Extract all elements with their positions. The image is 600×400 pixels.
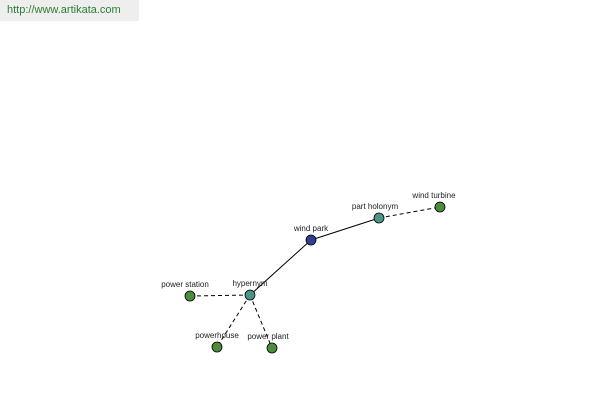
edge-hypernym-to-power-plant <box>249 294 273 349</box>
node-power-station[interactable] <box>184 290 196 302</box>
node-label-powerhouse[interactable]: powerhouse <box>195 331 239 340</box>
node-part-holonym[interactable] <box>373 212 385 224</box>
node-wind-turbine[interactable] <box>434 201 446 213</box>
node-label-power-station[interactable]: power station <box>161 280 209 289</box>
node-label-wind-turbine[interactable]: wind turbine <box>411 191 456 200</box>
graph-labels: wind park part holonym wind turbine hyperny… <box>161 191 456 341</box>
graph-edges <box>189 206 441 349</box>
edge-part-holonym-to-wind-turbine <box>378 206 441 219</box>
edge-wind-park-to-hypernym <box>249 239 312 296</box>
edge-hypernym-to-power-station <box>189 294 251 297</box>
node-hypernym[interactable] <box>244 289 256 301</box>
edge-hypernym-to-powerhouse <box>216 294 251 348</box>
graph-nodes <box>184 201 446 354</box>
node-label-part-holonym[interactable]: part holonym <box>352 202 399 211</box>
url-bar: http://www.artikata.com <box>0 0 139 21</box>
node-power-plant[interactable] <box>266 342 278 354</box>
node-powerhouse[interactable] <box>211 341 223 353</box>
node-label-power-plant[interactable]: power plant <box>247 332 289 341</box>
site-url-link[interactable]: http://www.artikata.com <box>7 4 121 16</box>
edge-wind-park-to-part-holonym <box>310 217 380 241</box>
node-label-wind-park[interactable]: wind park <box>293 224 329 233</box>
node-wind-park[interactable] <box>305 234 317 246</box>
node-label-hypernym[interactable]: hypernym <box>232 279 267 288</box>
